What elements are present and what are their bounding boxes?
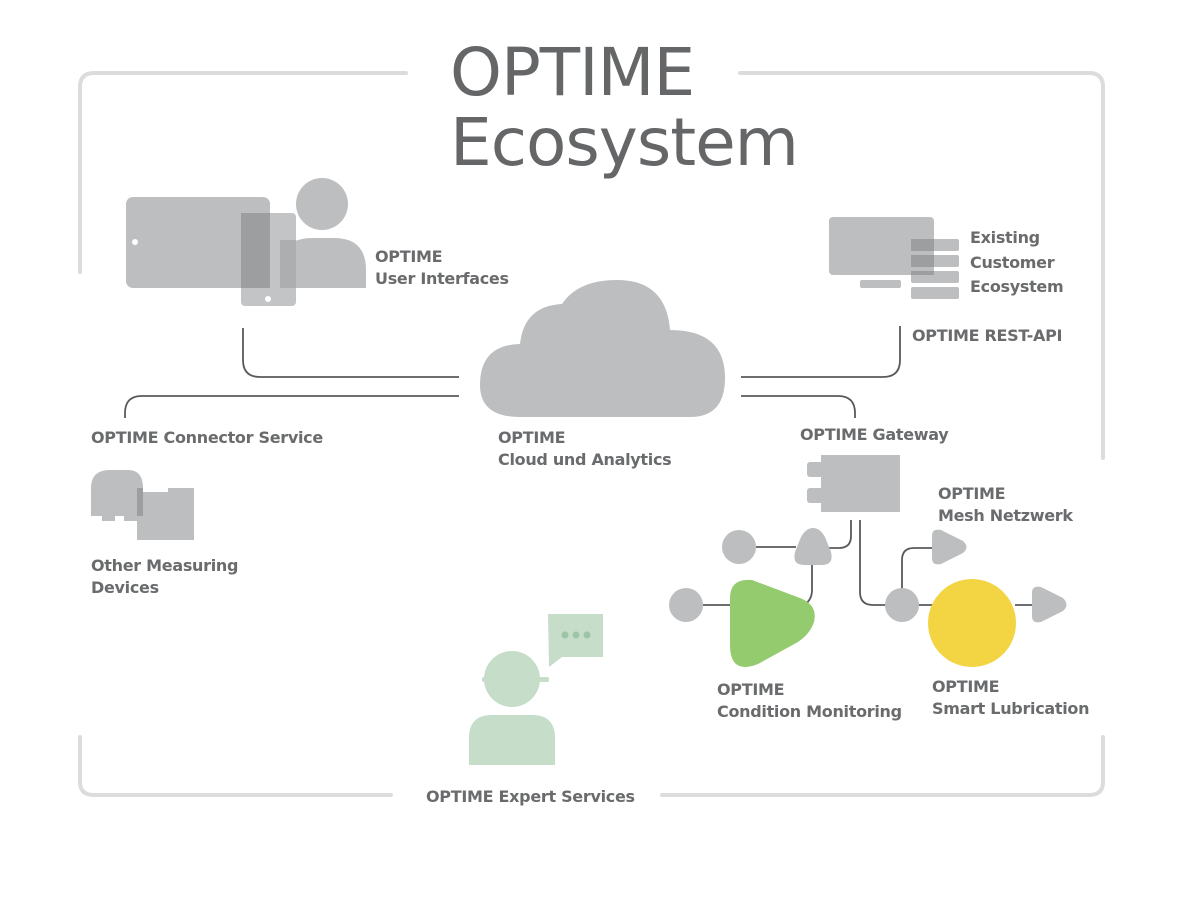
expert-speech-icon [469,614,603,765]
frame-bottom-right [660,735,1105,797]
label-line: Smart Lubrication [932,699,1090,718]
overlap-1 [911,239,934,251]
gateway-body [821,455,900,512]
label-line: Mesh Netzwerk [938,506,1073,525]
line-mesh-up [901,547,935,590]
mesh-arrow-top [932,529,967,565]
cloud-label: OPTIME Cloud und Analytics [498,427,672,471]
other-devices-label: Other Measuring Devices [91,555,238,599]
rest-api-label: OPTIME REST-API [912,326,1063,345]
phone-button [265,296,271,302]
phone-tablet-overlap [241,213,270,288]
smart-lubrication-label: OPTIME Smart Lubrication [932,676,1090,720]
tablet-button [132,239,138,245]
label-line: OPTIME [375,247,443,266]
label-line: Customer [970,252,1055,272]
monitor-shape [829,217,934,275]
line-ui-cloud [242,328,459,378]
mesh-arrow-right [1032,586,1067,623]
monitor-stand [860,280,901,288]
overlap-3 [911,271,934,275]
condition-monitoring-label: OPTIME Condition Monitoring [717,679,902,723]
device-block-step [137,488,168,492]
connector-service-label: OPTIME Connector Service [91,428,323,447]
speech-bubble [548,614,603,667]
label-line: Ecosystem [970,277,1064,296]
label-line: Cloud und Analytics [498,450,672,469]
label-line: OPTIME [498,428,566,447]
mesh-node-right [885,588,919,622]
label-line: Condition Monitoring [717,702,902,721]
expert-services-label: OPTIME Expert Services [426,787,635,806]
expert-body [469,715,555,765]
tablet-shape [126,197,270,288]
frame-bottom-left [78,735,393,797]
gateway-port-2 [807,488,823,503]
line-connector-cloud [124,395,459,418]
mesh-node-left [669,588,703,622]
monitor-server-icon [829,217,959,299]
user-interfaces-icon [126,178,366,306]
phone-user-overlap [280,240,296,288]
yellow-circle-lubricator-icon [928,579,1016,667]
green-triangle-sensor-icon [730,579,815,667]
overlap-2 [911,255,934,267]
mesh-node-top-left [722,530,756,564]
server-slot-4 [911,287,959,299]
connector-lines [124,326,1035,606]
label-line: Devices [91,578,159,597]
speech-dot-1 [561,631,569,639]
device-block [137,488,194,540]
measuring-device-icon [91,470,194,540]
user-head [296,178,348,230]
line-cloud-restapi [741,326,901,378]
customer-ecosystem-label: Existing Customer Ecosystem [970,226,1064,300]
frame-top-right [738,71,1105,460]
mesh-network [669,528,1067,623]
speech-dot-2 [572,631,580,639]
mesh-network-label: OPTIME Mesh Netzwerk [938,483,1073,527]
speech-dot-3 [583,631,591,639]
user-interfaces-label: OPTIME User Interfaces [375,246,509,290]
device-dome [91,470,143,521]
device-overlap [137,488,143,516]
line-gateway-mesh-left [822,520,852,549]
label-line: User Interfaces [375,269,509,288]
expert-headset [482,677,549,682]
mesh-triangle-node [794,528,832,565]
title-line-1: OPTIME [450,34,695,111]
cloud-icon [480,280,725,417]
line-gateway-mesh-right [859,520,886,606]
label-line: OPTIME [932,677,1000,696]
line-cloud-gateway [741,395,856,418]
frame-top-left [78,71,408,274]
line-triangle-green [803,562,813,606]
page-title: OPTIME Ecosystem [450,34,799,181]
label-line: OPTIME [717,680,785,699]
user-body [280,238,366,288]
label-line: Other Measuring [91,556,239,575]
label-line: Existing [970,228,1040,247]
gateway-port-1 [807,462,823,477]
gateway-label: OPTIME Gateway [800,425,949,444]
gateway-box-icon [807,455,900,512]
title-line-2: Ecosystem [450,104,799,181]
label-line: OPTIME [938,484,1006,503]
outer-frame [78,71,1105,797]
